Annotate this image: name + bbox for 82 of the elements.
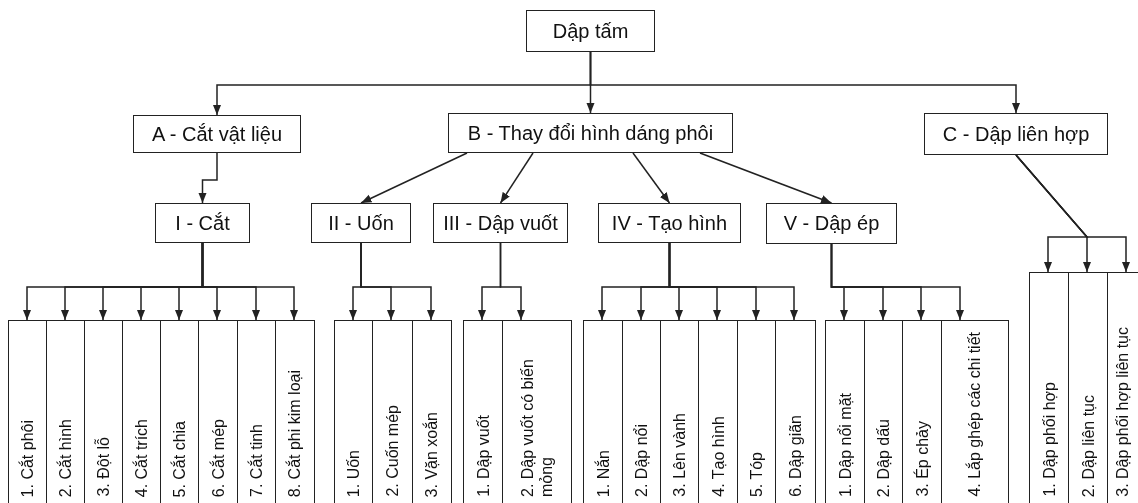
category-box: [924, 113, 1108, 155]
arrow: [1015, 154, 1131, 273]
category-box: [526, 10, 655, 52]
category-column: [160, 320, 200, 503]
arrow: [830, 243, 965, 321]
arrow: [589, 51, 1021, 114]
category-column: [622, 320, 662, 503]
category-column: [237, 320, 277, 503]
category-label: 8. Cắt phi kim loại: [285, 369, 305, 497]
category-label: 1. Dập phối hợp: [1039, 382, 1059, 497]
category-label: 1. Cắt phôi: [18, 419, 38, 497]
category-column: [412, 320, 452, 503]
category-label: 6. Cắt mép: [208, 418, 228, 497]
category-label: 1. Nắn: [593, 449, 613, 497]
category-label: 3. Ép chảy: [912, 421, 932, 497]
arrow: [632, 152, 671, 204]
category-label: 3. Lên vành: [670, 413, 690, 497]
category-label: II - Uốn: [328, 211, 394, 235]
category-label: 5. Cắt chia: [170, 420, 190, 497]
category-label: 3. Dập phối hợp liên tục: [1113, 327, 1133, 497]
category-column: [1029, 272, 1070, 503]
category-label: IV - Tạo hình: [611, 211, 728, 235]
arrow: [499, 242, 526, 321]
arrow: [699, 152, 833, 204]
category-column: [737, 320, 777, 503]
category-label: III - Dập vuốt: [443, 211, 558, 235]
category-label: 1. Dập vuốt: [473, 415, 493, 497]
category-box: [155, 203, 250, 243]
category-column: [334, 320, 374, 503]
category-column: [198, 320, 239, 503]
category-column: [502, 320, 572, 503]
category-column: [122, 320, 162, 503]
category-label: 4. Cắt trích: [132, 418, 152, 497]
arrow: [668, 242, 799, 321]
category-label: 2. Dập dấu: [874, 418, 894, 497]
category-label: C - Dập liên hợp: [942, 122, 1090, 146]
category-column: [84, 320, 124, 503]
category-box: [433, 203, 568, 243]
arrow: [360, 152, 468, 204]
category-label: 1. Uốn: [344, 449, 364, 497]
category-column: [1068, 272, 1109, 503]
arrow: [201, 242, 299, 321]
category-box: [133, 115, 301, 153]
category-column: [660, 320, 700, 503]
category-column: [583, 320, 624, 503]
category-column: [46, 320, 86, 503]
category-label: 3. Đột lỗ: [94, 437, 114, 497]
category-column: [775, 320, 816, 503]
arrow: [198, 152, 218, 204]
category-label: 5. Tóp: [747, 451, 767, 497]
arrow: [360, 242, 436, 321]
category-column: [372, 320, 414, 503]
category-box: [448, 113, 733, 153]
category-column: [864, 320, 904, 503]
category-label: B - Thay đổi hình dáng phôi: [467, 121, 714, 145]
category-label: 2. Dập vuốt có biến mỏng: [517, 358, 556, 497]
category-column: [941, 320, 1009, 503]
category-label: 2. Cuốn mép: [383, 405, 403, 497]
category-label: V - Dập ép: [783, 212, 880, 235]
category-label: 2. Cắt hình: [56, 418, 76, 497]
category-label: 2. Dập nổi: [632, 424, 652, 497]
category-label: Dập tấm: [552, 19, 629, 43]
category-label: 4. Lắp ghép các chi tiết: [965, 332, 985, 497]
category-column: [698, 320, 739, 503]
category-column: [1107, 272, 1138, 503]
category-label: 4. Tạo hình: [708, 416, 728, 497]
arrow: [499, 152, 534, 204]
category-label: A - Cắt vật liệu: [151, 122, 283, 146]
category-label: I - Cắt: [175, 211, 230, 235]
category-box: [598, 203, 741, 243]
category-label: 3. Vặn xoắn: [422, 411, 442, 497]
category-column: [8, 320, 48, 503]
category-column: [902, 320, 943, 503]
category-label: 2. Dập liên tục: [1078, 394, 1098, 497]
category-label: 6. Dập giãn: [785, 415, 805, 497]
category-column: [275, 320, 315, 503]
category-column: [463, 320, 504, 503]
category-box: [311, 203, 411, 243]
category-column: [825, 320, 866, 503]
category-label: 1. Dập nổi mặt: [835, 392, 855, 497]
category-box: [766, 203, 897, 244]
category-label: 7. Cắt tinh: [247, 424, 267, 497]
